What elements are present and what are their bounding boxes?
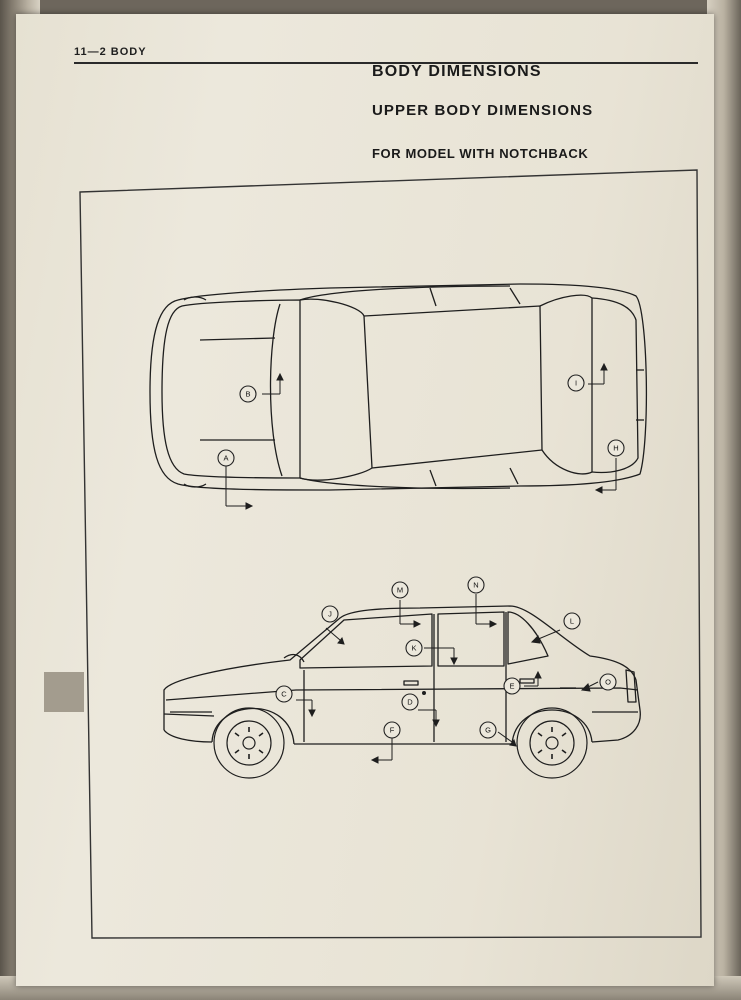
callout-h: H	[607, 439, 625, 457]
car-top-view	[149, 283, 648, 491]
callout-l: L	[563, 612, 581, 630]
svg-text:J: J	[328, 610, 332, 619]
callout-k: K	[405, 639, 423, 657]
svg-text:O: O	[605, 678, 611, 687]
diagram-frame	[79, 169, 702, 939]
car-side-view	[163, 605, 641, 745]
page-tab-marker	[44, 672, 84, 712]
callout-a: A	[217, 449, 235, 467]
svg-text:L: L	[570, 617, 574, 626]
page-title: BODY DIMENSIONS	[372, 63, 542, 80]
svg-text:G: G	[485, 726, 491, 735]
svg-text:E: E	[509, 682, 514, 691]
callout-c: C	[275, 685, 293, 703]
callout-o: O	[599, 673, 617, 691]
page-subtitle: UPPER BODY DIMENSIONS	[372, 102, 594, 119]
manual-page	[16, 14, 714, 986]
callout-d: D	[401, 693, 419, 711]
section-header: 11—2 BODY	[74, 46, 147, 58]
svg-text:K: K	[411, 644, 416, 653]
svg-text:N: N	[473, 581, 478, 590]
header-rule	[74, 62, 698, 64]
svg-text:I: I	[575, 379, 577, 388]
svg-text:C: C	[281, 690, 287, 699]
callout-b: B	[239, 385, 257, 403]
svg-text:D: D	[407, 698, 413, 707]
svg-text:M: M	[397, 586, 403, 595]
wheels	[213, 707, 588, 779]
callout-g: G	[479, 721, 497, 739]
callout-m: M	[391, 581, 409, 599]
callout-n: N	[467, 576, 485, 594]
svg-text:F: F	[390, 726, 395, 735]
svg-text:A: A	[223, 454, 228, 463]
svg-text:H: H	[613, 444, 618, 453]
top-view-dimension-arrows	[225, 362, 617, 510]
callout-i: I	[567, 374, 585, 392]
svg-text:B: B	[245, 390, 250, 399]
callout-e: E	[503, 677, 521, 695]
callout-j: J	[321, 605, 339, 623]
side-view-dimension-arrows	[296, 594, 599, 764]
callout-f: F	[383, 721, 401, 739]
model-caption: FOR MODEL WITH NOTCHBACK	[372, 146, 589, 161]
